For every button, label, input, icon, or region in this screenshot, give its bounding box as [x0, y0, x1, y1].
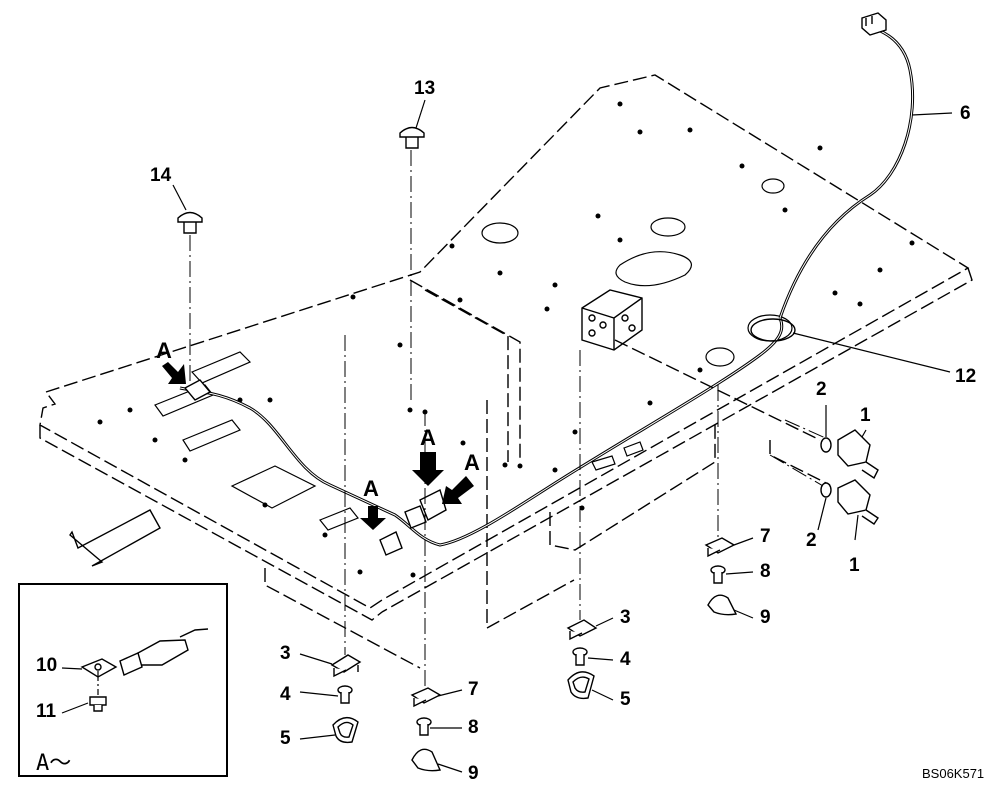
- cushion-9-right: [707, 594, 738, 616]
- callout-7-center: 7: [468, 679, 479, 700]
- callout-9-right: 9: [760, 607, 771, 628]
- floor-plate-edge: [39, 267, 973, 621]
- detail-view-label: A～: [36, 751, 72, 776]
- clamp-3-left: [330, 654, 362, 678]
- callout-12: 12: [955, 366, 977, 387]
- harness-clamps: [183, 379, 447, 556]
- clamp-7-right: [704, 537, 736, 558]
- detail-connector-plug: [119, 652, 143, 676]
- callout-1-lower: 1: [849, 555, 860, 576]
- plate-holes: [481, 178, 793, 367]
- bolt-14: [177, 211, 203, 234]
- fitting-1-lower: [820, 479, 879, 525]
- detail-view-drawing: [61, 628, 209, 714]
- view-marker-a-lower: A: [363, 476, 379, 501]
- callout-1-upper: 1: [860, 405, 871, 426]
- callout-7-right: 7: [760, 526, 771, 547]
- clamp-7-center: [410, 687, 442, 708]
- view-marker-a-left: A: [156, 338, 172, 363]
- callout-6: 6: [960, 103, 971, 124]
- bolt-4-right: [572, 647, 588, 666]
- detail-connector: [137, 639, 189, 666]
- detail-view-a-inset: [18, 583, 228, 777]
- plate-bolt-holes: [97, 101, 915, 578]
- callout-4-right: 4: [620, 649, 631, 670]
- front-direction-arrow: [69, 509, 161, 567]
- leader-lines: [172, 99, 953, 773]
- floor-plate-outline: [39, 74, 970, 609]
- callout-8-right: 8: [760, 561, 771, 582]
- cable-connector: [861, 12, 887, 36]
- callout-14: 14: [150, 165, 172, 186]
- callout-2-upper: 2: [816, 379, 827, 400]
- view-marker-a-center: A: [420, 425, 436, 450]
- detail-cable: [179, 628, 209, 638]
- callout-2-lower: 2: [806, 530, 817, 551]
- bolt-13: [399, 126, 425, 149]
- callout-3-right: 3: [620, 607, 631, 628]
- callout-11: 11: [36, 701, 57, 722]
- detail-bolt: [89, 696, 107, 706]
- cushion-9-center: [411, 748, 442, 772]
- bolt-8-right: [710, 565, 726, 584]
- floor-pads: [154, 351, 644, 531]
- callout-13: 13: [414, 78, 436, 99]
- callout-4-left: 4: [280, 684, 291, 705]
- bolt-8-center: [416, 717, 432, 736]
- view-marker-a-right: A: [464, 450, 480, 475]
- callout-5-left: 5: [280, 728, 291, 749]
- cable-inner: [779, 29, 914, 319]
- cushion-5-right: [567, 671, 595, 700]
- wiring-harness: [179, 317, 784, 547]
- valve-block: [581, 289, 643, 351]
- fitting-1-upper: [820, 429, 879, 480]
- clamp-3-right: [566, 619, 598, 641]
- drawing-code: BS06K571: [922, 766, 985, 781]
- wiring-harness-inner: [179, 317, 783, 546]
- callout-9-center: 9: [468, 763, 479, 784]
- deck-substructure: [264, 279, 831, 669]
- bolt-4-left: [337, 685, 353, 704]
- callout-8-center: 8: [468, 717, 479, 738]
- grommet: [750, 318, 796, 342]
- cable: [778, 28, 915, 319]
- cushion-5-left: [332, 717, 359, 744]
- view-arrows: [162, 362, 474, 530]
- callout-10: 10: [36, 655, 58, 676]
- callout-5-right: 5: [620, 689, 631, 710]
- callout-3-left: 3: [280, 643, 291, 664]
